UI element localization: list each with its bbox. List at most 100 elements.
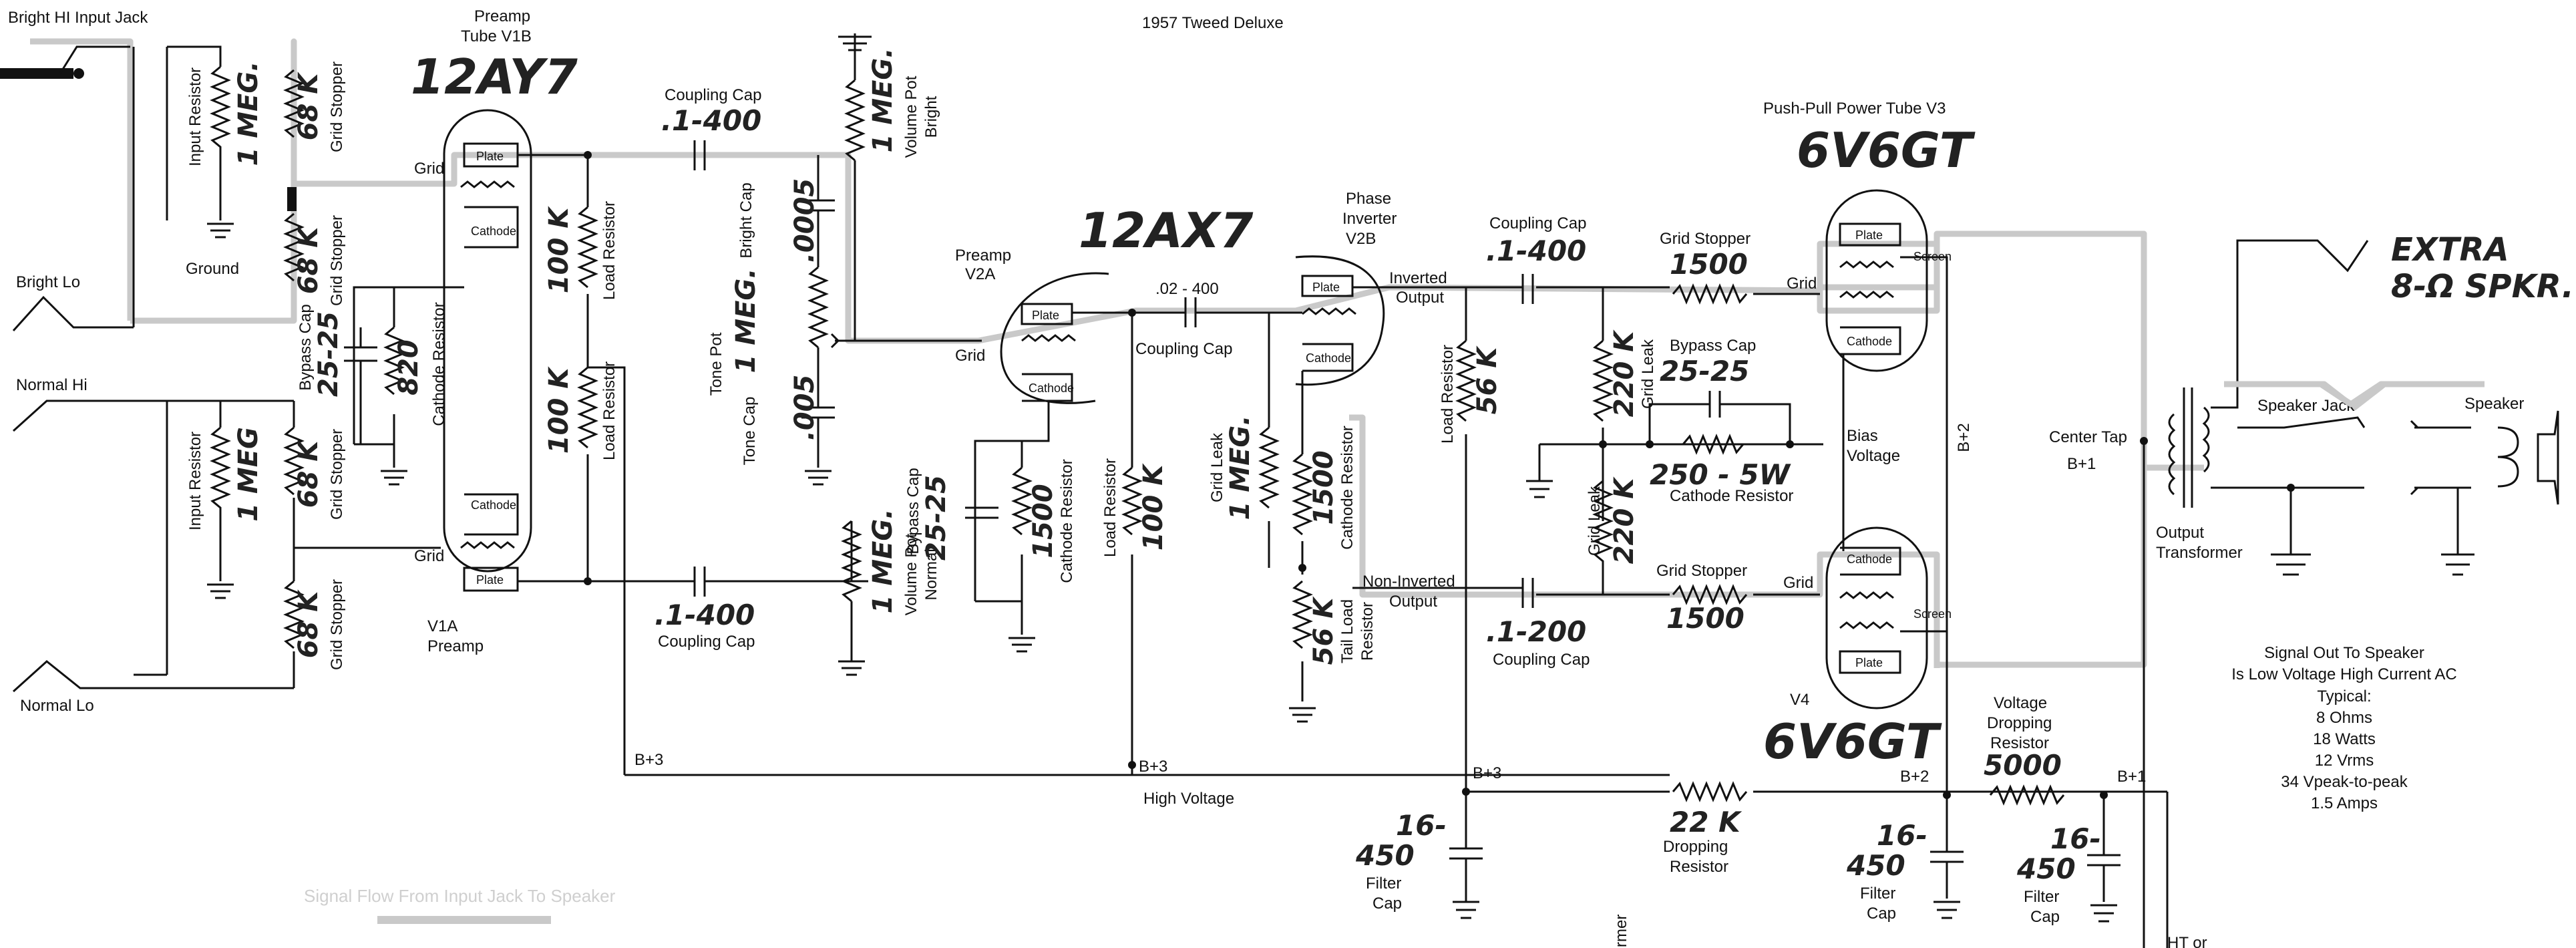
bright-hi-input-label: Bright HI Input Jack (8, 9, 148, 27)
input-jack-plug[interactable] (0, 68, 73, 79)
grid-stopper-3-label: Grid Stopper (328, 429, 346, 520)
tone-pot-value: 1 MEG. (731, 269, 761, 373)
v1a-label-2: Preamp (427, 637, 484, 655)
v2b-cathode-label: Cathode (1306, 351, 1351, 365)
noninverted-output-label-2: Output (1389, 593, 1437, 611)
filter-cap-2-value-a: 16- (1877, 819, 1927, 852)
v2a-plate-label: Plate (1032, 309, 1059, 322)
filter-cap-3-label-1: Filter (2024, 888, 2059, 906)
v3-grid-label: Grid (1787, 275, 1817, 293)
v1a-cathode-label: Cathode (471, 498, 516, 512)
inverted-output-label-1: Inverted (1389, 269, 1447, 287)
filter-cap-1-value-b: 450 (1355, 839, 1415, 872)
voltage-dropping-value: 5000 (1984, 749, 2062, 782)
voltage-dropping-label-3: Resistor (1990, 734, 2049, 752)
v1b-plate-label: Plate (476, 150, 504, 163)
coupling-cap-4-value: .1-400 (1486, 234, 1586, 267)
note-line-2: Is Low Voltage High Current AC (2231, 665, 2457, 683)
v1-cathode-resistor-label: Cathode Resistor (430, 302, 448, 426)
coupling-cap-3-label: Coupling Cap (1135, 340, 1232, 358)
legend-text: Signal Flow From Input Jack To Speaker (304, 886, 616, 906)
diagram-title: 1957 Tweed Deluxe (1142, 14, 1284, 32)
tone-stack: 1 MEG. Volume Pot Bright Bright Cap .000… (707, 33, 982, 676)
input-jack-tip (73, 68, 84, 79)
filter-cap-3-label-2: Cap (2030, 908, 2060, 926)
v1a-grid-label: Grid (414, 547, 444, 565)
b2-label: B+2 (1900, 768, 1929, 786)
grid-stopper-4-value: 68 K (293, 589, 324, 659)
b3-label-1: B+3 (634, 751, 663, 769)
power-grid-stopper-1-value: 1500 (1670, 248, 1748, 281)
one-meg-label-1: 1 MEG. (233, 61, 264, 166)
output-section: Center Tap B+1 Output Transformer Speake… (2049, 231, 2574, 948)
ground-label: Ground (186, 260, 239, 278)
v2a-label-1: Preamp (955, 247, 1011, 265)
power-bypass-cap-label: Bypass Cap (1670, 337, 1756, 355)
filter-cap-3-value-a: 16- (2050, 822, 2101, 855)
coupling-cap-1-value: .1-400 (661, 104, 761, 137)
v4-type-label: 6V6GT (1763, 714, 1942, 770)
coupling-cap-4-label: Coupling Cap (1489, 214, 1586, 232)
voltage-dropping-label-2: Dropping (1987, 714, 2052, 732)
v4-plate-label: Plate (1855, 656, 1883, 669)
v1b-cathode-label: Cathode (471, 224, 516, 238)
coupling-cap-2-value: .1-400 (655, 599, 755, 631)
v2b-tail-label-2: Resistor (1358, 602, 1376, 661)
v3-cathode-label: Cathode (1847, 335, 1892, 348)
truncated-ht-label: HT or (2167, 934, 2207, 948)
volume-normal-label-1: Volume Pot (902, 533, 920, 615)
v4-cathode-label: Cathode (1847, 552, 1892, 566)
power-tubes: Push-Pull Power Tube V3 6V6GT Plate Scre… (1763, 100, 1976, 795)
v2b-label-2: Inverter (1342, 210, 1397, 228)
power-bypass-cap-value: 25-25 (1660, 355, 1749, 387)
v4-grid-label: Grid (1783, 574, 1813, 592)
bright-cap-value: .0005 (789, 178, 820, 263)
v2a-label-2: V2A (965, 265, 995, 283)
v1b-grid-label: Grid (414, 160, 444, 178)
bias-voltage-label-2: Voltage (1847, 447, 1900, 465)
v2a-bypass-cap-label: Bypass Cap (904, 468, 922, 554)
input-resistor-label-1: Input Resistor (186, 67, 204, 166)
v2a-grid-label: Grid (955, 347, 985, 365)
signal-legend: Signal Flow From Input Jack To Speaker (304, 886, 616, 924)
filter-cap-1-value-a: 16- (1396, 809, 1447, 842)
v1-load-resistor-1-label: Load Resistor (600, 201, 618, 300)
power-cathode-resistor-value: 250 - 5W (1650, 458, 1792, 491)
grid-stopper-2-label: Grid Stopper (328, 215, 346, 306)
output-transformer-label-2: Transformer (2156, 544, 2243, 562)
truncated-former-label: ormer (1612, 915, 1630, 948)
volume-normal-value: 1 MEG. (868, 509, 898, 614)
v1a-label-1: V1A (427, 617, 457, 635)
b3-label-2: B+3 (1139, 758, 1167, 776)
v2b-plate (1301, 275, 1354, 297)
coupling-caps-v1: Coupling Cap .1-400 .1-400 Coupling Cap (588, 86, 852, 651)
one-meg-label-2: 1 MEG (233, 427, 264, 522)
center-tap-label: Center Tap (2049, 428, 2127, 446)
b2-vertical-label: B+2 (1955, 423, 1973, 452)
speaker-label: Speaker (2464, 395, 2524, 413)
v2a-bypass-cap-value: 25-25 (921, 475, 952, 561)
v2a-plate (1021, 303, 1073, 325)
input-jacks: Bright HI Input Jack Bright Lo Normal Hi… (0, 9, 294, 715)
filter-cap-2-label-1: Filter (1860, 885, 1895, 903)
v4-plate (1839, 650, 1901, 674)
v1-load-resistor-2-value: 100 K (544, 366, 574, 454)
coupling-cap-3-value: .02 - 400 (1155, 280, 1219, 298)
note-line-6: 12 Vrms (2315, 752, 2374, 770)
output-transformer-label-1: Output (2156, 524, 2204, 542)
v2a-cathode-resistor-value: 1500 (1028, 484, 1059, 558)
filter-cap-1-label-1: Filter (1366, 875, 1401, 893)
v1-cathode-resistor-value: 820 (393, 339, 424, 396)
coupling-cap-5-value: .1-200 (1486, 615, 1586, 648)
v2a-envelope (1000, 272, 1109, 404)
power-grid-stopper-2-value: 1500 (1666, 602, 1744, 635)
filter-cap-2-label-2: Cap (1867, 905, 1896, 923)
volume-bright-label-2: Bright (922, 96, 940, 138)
filter-cap-2-value-b: 450 (1846, 849, 1905, 882)
tube-v1: Preamp Tube V1B 12AY7 Plate Cathode Grid… (297, 7, 626, 775)
v1b-label-1: Preamp (474, 7, 530, 25)
v2b-plate-label: Plate (1312, 281, 1340, 294)
v3-type-label: 6V6GT (1797, 122, 1976, 178)
